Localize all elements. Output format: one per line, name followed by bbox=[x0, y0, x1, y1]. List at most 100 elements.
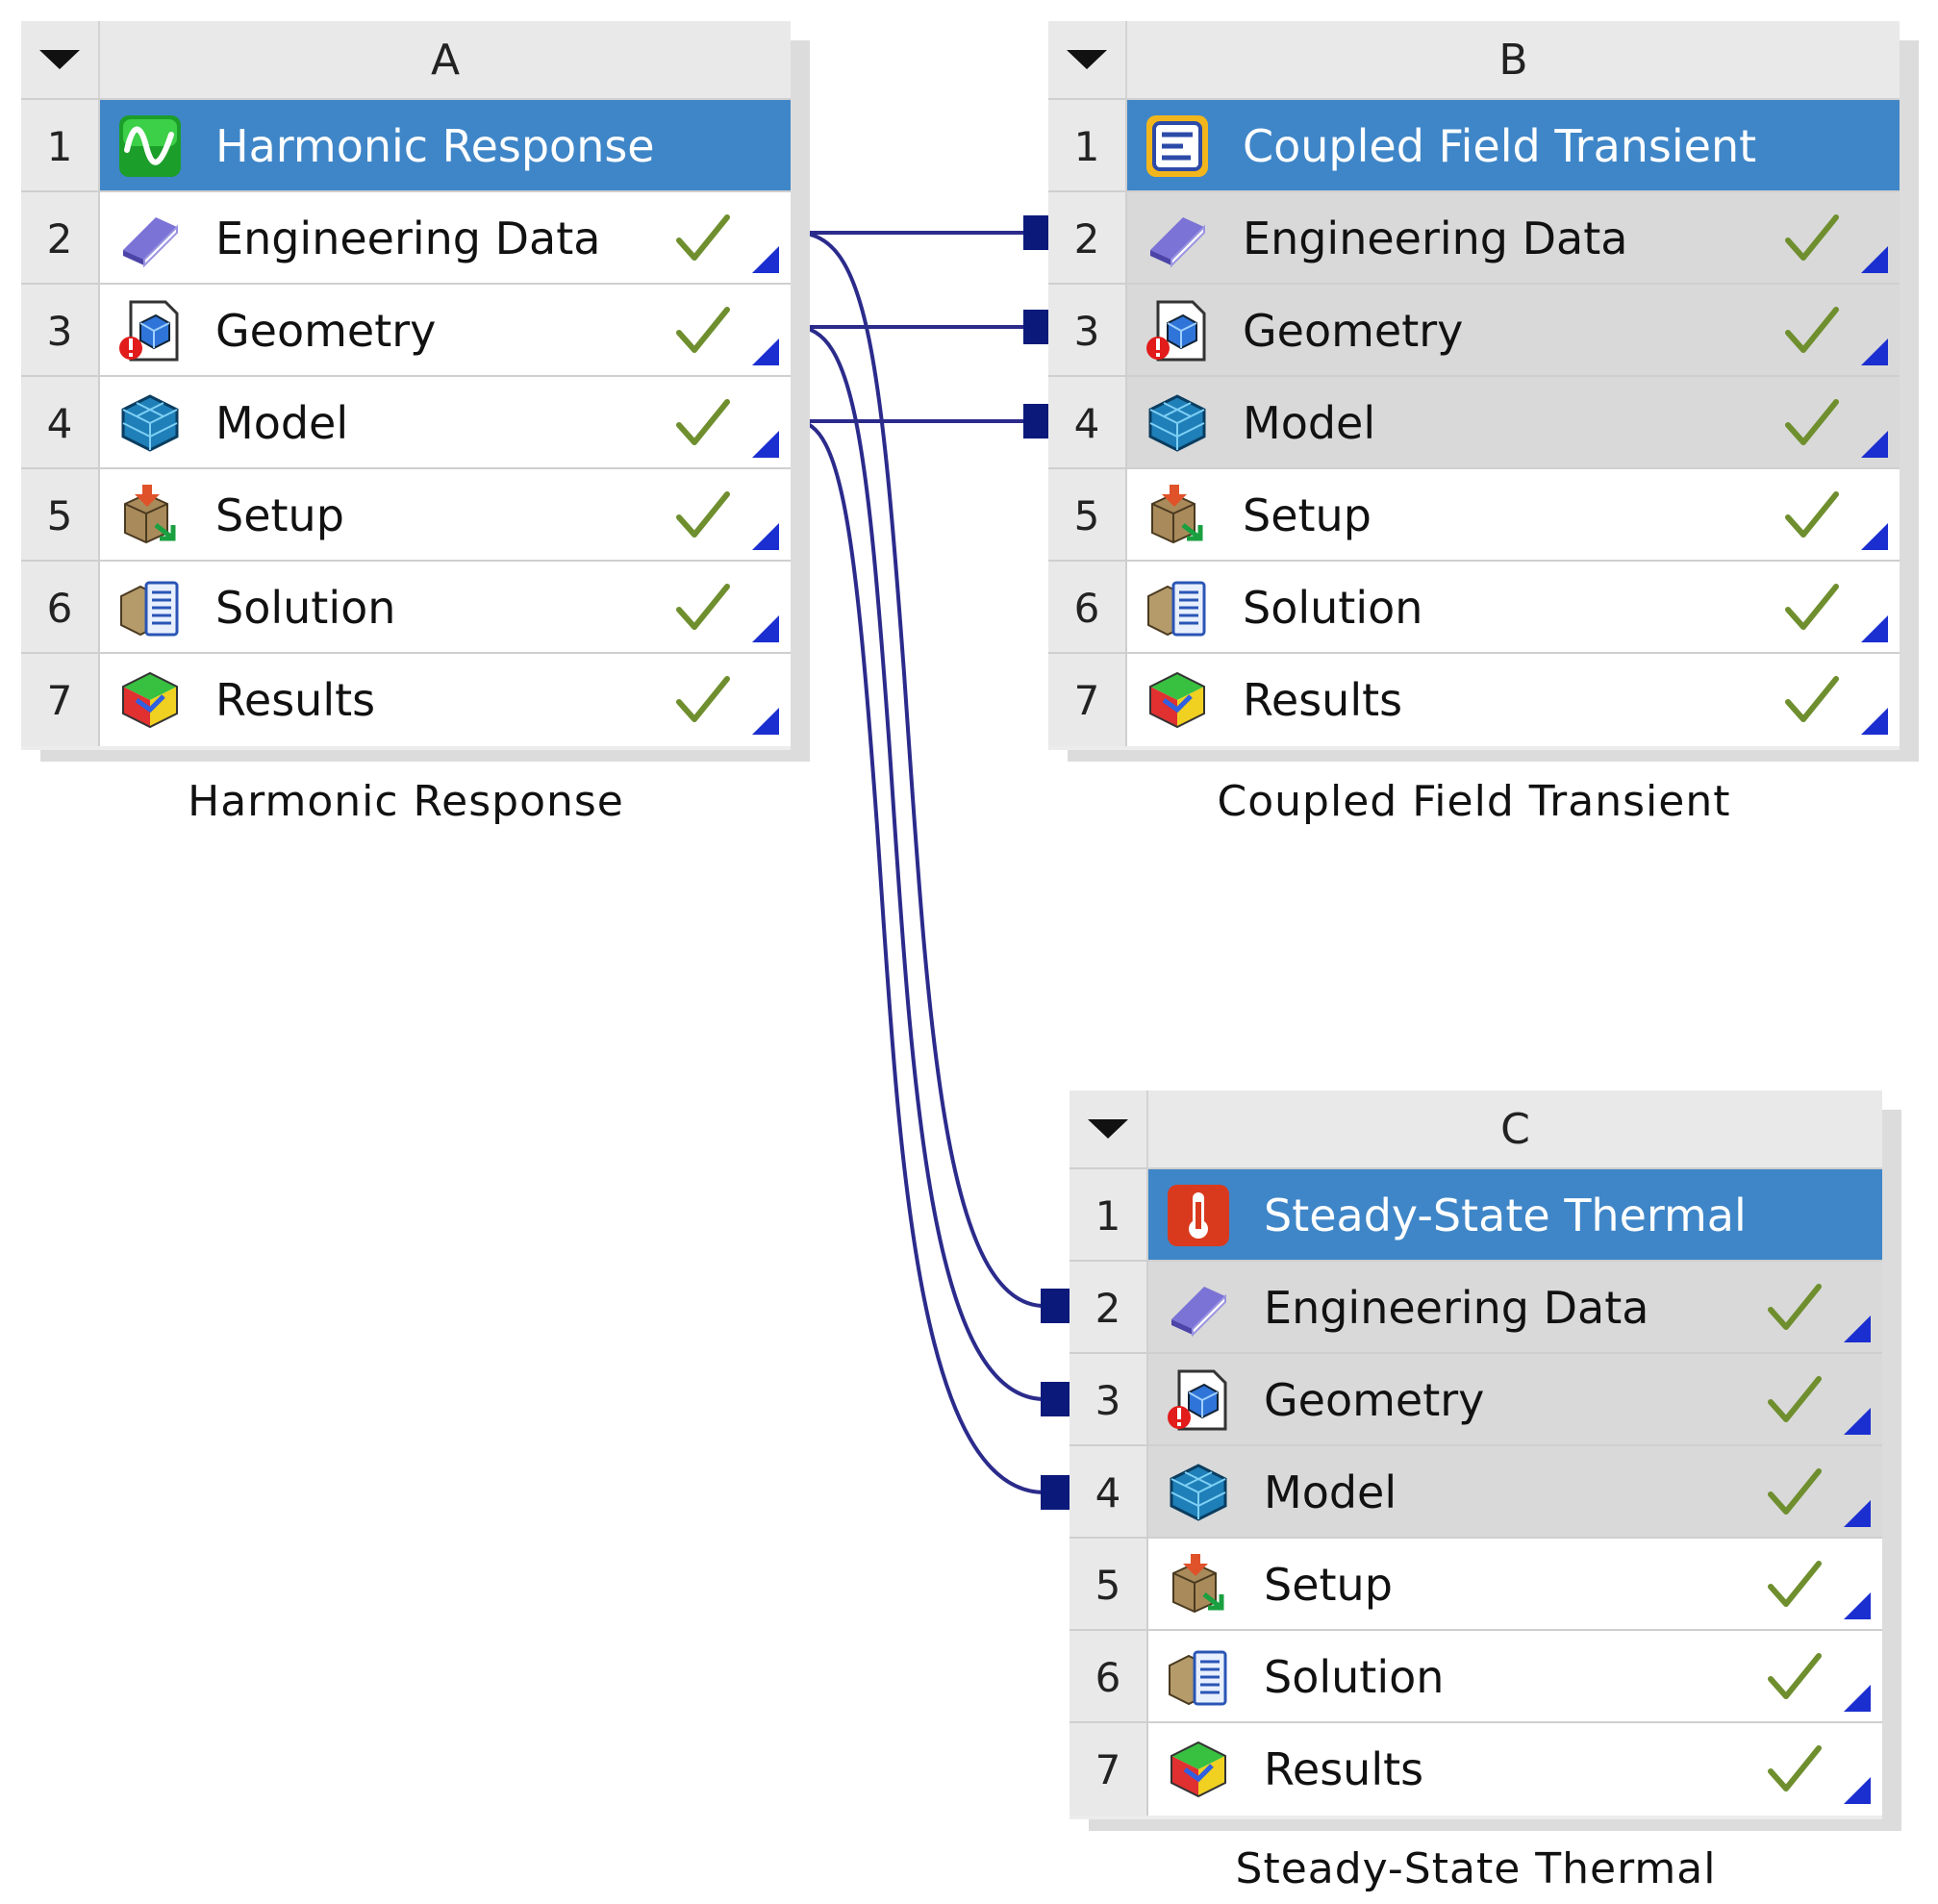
cell-row[interactable]: 3 Geometry bbox=[1048, 283, 1900, 377]
steady-state-thermal-icon bbox=[1166, 1183, 1231, 1248]
results-icon bbox=[1145, 667, 1210, 733]
chevron-down-icon[interactable] bbox=[1088, 1119, 1128, 1139]
cell-row[interactable]: 7 Results bbox=[21, 652, 791, 746]
cell-row[interactable]: 6 Solution bbox=[1048, 560, 1900, 654]
check-icon bbox=[673, 302, 731, 360]
cell-geometry[interactable]: Geometry bbox=[1125, 285, 1900, 377]
system-title[interactable]: Harmonic Response bbox=[215, 120, 655, 172]
cell-label[interactable]: Model bbox=[1264, 1466, 1397, 1518]
cell-engineering-data[interactable]: Engineering Data bbox=[1125, 192, 1900, 285]
system-title[interactable]: Coupled Field Transient bbox=[1243, 120, 1757, 172]
status-corner-icon bbox=[752, 615, 779, 642]
cell-row[interactable]: 5 Setup bbox=[1070, 1537, 1882, 1631]
cell-label[interactable]: Model bbox=[215, 397, 349, 449]
cell-row[interactable]: 1 Harmonic Response bbox=[21, 98, 791, 192]
system-header[interactable]: A bbox=[21, 21, 791, 98]
cell-label[interactable]: Results bbox=[1264, 1743, 1424, 1795]
check-icon bbox=[673, 394, 731, 452]
system-title[interactable]: Steady-State Thermal bbox=[1264, 1190, 1747, 1241]
link-endpoint-c4[interactable] bbox=[1041, 1475, 1073, 1510]
cell-label[interactable]: Solution bbox=[1243, 582, 1423, 634]
harmonic-response-icon bbox=[117, 113, 183, 179]
status-corner-icon bbox=[1844, 1408, 1871, 1435]
cell-label[interactable]: Model bbox=[1243, 397, 1376, 449]
cell-label[interactable]: Results bbox=[1243, 674, 1403, 726]
cell-label[interactable]: Geometry bbox=[1243, 305, 1464, 357]
cell-row[interactable]: 5 Setup bbox=[1048, 467, 1900, 562]
cell-model[interactable]: Model bbox=[98, 377, 791, 469]
system-header[interactable]: C bbox=[1070, 1090, 1882, 1167]
cell-row[interactable]: 7 Results bbox=[1048, 652, 1900, 746]
cell-row[interactable]: 4 Model bbox=[21, 375, 791, 469]
collapse-toggle[interactable] bbox=[1048, 21, 1125, 98]
cell-row[interactable]: 2 Engineering Data bbox=[1070, 1260, 1882, 1354]
check-icon bbox=[673, 210, 731, 267]
cell-row[interactable]: 3 Geometry bbox=[21, 283, 791, 377]
setup-icon bbox=[1166, 1552, 1231, 1617]
cell-row[interactable]: 5 Setup bbox=[21, 467, 791, 562]
cell-row[interactable]: 7 Results bbox=[1070, 1721, 1882, 1816]
collapse-toggle[interactable] bbox=[1070, 1090, 1146, 1167]
link-endpoint-c3[interactable] bbox=[1041, 1382, 1073, 1416]
cell-solution[interactable]: Solution bbox=[1146, 1631, 1882, 1723]
cell-row[interactable]: 4 Model bbox=[1070, 1444, 1882, 1539]
chevron-down-icon[interactable] bbox=[39, 50, 80, 69]
cell-label[interactable]: Setup bbox=[215, 489, 344, 541]
row-number: 3 bbox=[1070, 1354, 1146, 1446]
system-header[interactable]: B bbox=[1048, 21, 1900, 98]
cell-row[interactable]: 1 Coupled Field Transient bbox=[1048, 98, 1900, 192]
cell-engineering-data[interactable]: Engineering Data bbox=[1146, 1262, 1882, 1354]
cell-label[interactable]: Engineering Data bbox=[1264, 1282, 1649, 1334]
system-c[interactable]: C 1 Steady-State Thermal 2 Engineering D… bbox=[1070, 1090, 1901, 1831]
cell-setup[interactable]: Setup bbox=[1146, 1539, 1882, 1631]
row-number: 6 bbox=[1070, 1631, 1146, 1723]
status-corner-icon bbox=[752, 431, 779, 458]
row-number: 5 bbox=[1070, 1539, 1146, 1631]
cell-row[interactable]: 1 Steady-State Thermal bbox=[1070, 1167, 1882, 1262]
cell-label[interactable]: Engineering Data bbox=[215, 213, 601, 264]
collapse-toggle[interactable] bbox=[21, 21, 98, 98]
cell-geometry[interactable]: Geometry bbox=[98, 285, 791, 377]
cell-label[interactable]: Setup bbox=[1264, 1559, 1393, 1611]
cell-label[interactable]: Geometry bbox=[215, 305, 437, 357]
chevron-down-icon[interactable] bbox=[1067, 50, 1107, 69]
system-caption[interactable]: Steady-State Thermal bbox=[1235, 1844, 1717, 1893]
cell-label[interactable]: Geometry bbox=[1264, 1374, 1485, 1426]
cell-setup[interactable]: Setup bbox=[1125, 469, 1900, 562]
cell-geometry[interactable]: Geometry bbox=[1146, 1354, 1882, 1446]
cell-solution[interactable]: Solution bbox=[1125, 562, 1900, 654]
cell-row[interactable]: 6 Solution bbox=[21, 560, 791, 654]
results-icon bbox=[1166, 1737, 1231, 1802]
cell-row[interactable]: 6 Solution bbox=[1070, 1629, 1882, 1723]
check-icon bbox=[1782, 394, 1840, 452]
cell-label[interactable]: Solution bbox=[215, 582, 396, 634]
cell-row[interactable]: 2 Engineering Data bbox=[1048, 190, 1900, 285]
system-caption[interactable]: Coupled Field Transient bbox=[1217, 777, 1731, 826]
system-title-cell[interactable]: Harmonic Response bbox=[98, 100, 791, 192]
cell-row[interactable]: 2 Engineering Data bbox=[21, 190, 791, 285]
cell-results[interactable]: Results bbox=[98, 654, 791, 746]
cell-setup[interactable]: Setup bbox=[98, 469, 791, 562]
system-title-cell[interactable]: Steady-State Thermal bbox=[1146, 1169, 1882, 1262]
cell-model[interactable]: Model bbox=[1146, 1446, 1882, 1539]
check-icon bbox=[1782, 210, 1840, 267]
cell-row[interactable]: 3 Geometry bbox=[1070, 1352, 1882, 1446]
cell-engineering-data[interactable]: Engineering Data bbox=[98, 192, 791, 285]
status-corner-icon bbox=[1844, 1592, 1871, 1619]
system-a[interactable]: A 1 Harmonic Response 2 Engineering Data… bbox=[21, 21, 810, 762]
cell-model[interactable]: Model bbox=[1125, 377, 1900, 469]
cell-row[interactable]: 4 Model bbox=[1048, 375, 1900, 469]
cell-results[interactable]: Results bbox=[1125, 654, 1900, 746]
system-caption[interactable]: Harmonic Response bbox=[188, 777, 624, 826]
system-title-cell[interactable]: Coupled Field Transient bbox=[1125, 100, 1900, 192]
cell-solution[interactable]: Solution bbox=[98, 562, 791, 654]
system-b[interactable]: B 1 Coupled Field Transient 2 Engineerin… bbox=[1048, 21, 1919, 762]
cell-label[interactable]: Solution bbox=[1264, 1651, 1445, 1703]
cell-results[interactable]: Results bbox=[1146, 1723, 1882, 1816]
cell-label[interactable]: Results bbox=[215, 674, 376, 726]
cell-label[interactable]: Engineering Data bbox=[1243, 213, 1628, 264]
link-endpoint-c2[interactable] bbox=[1041, 1289, 1073, 1323]
cell-label[interactable]: Setup bbox=[1243, 489, 1372, 541]
setup-icon bbox=[117, 483, 183, 548]
system-letter: B bbox=[1125, 21, 1900, 98]
